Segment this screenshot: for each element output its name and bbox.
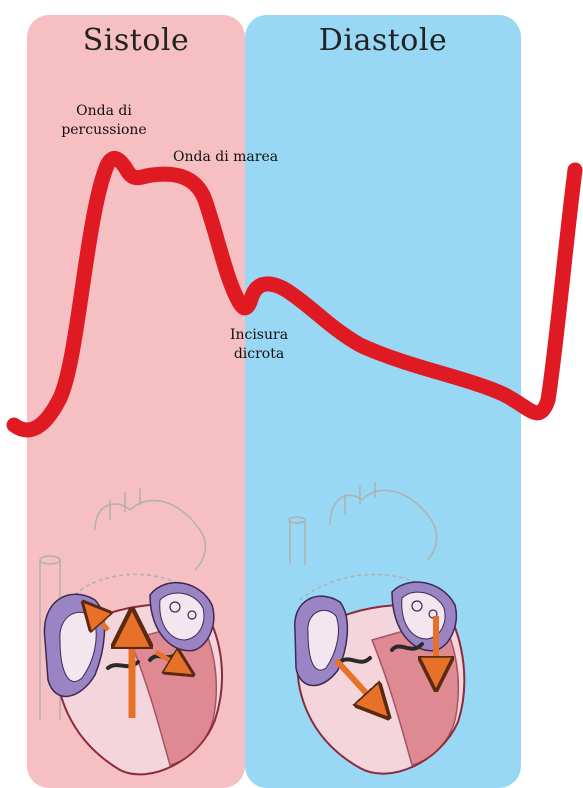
heart-systole-icon bbox=[40, 488, 222, 774]
heart-diastole-icon bbox=[289, 482, 464, 774]
